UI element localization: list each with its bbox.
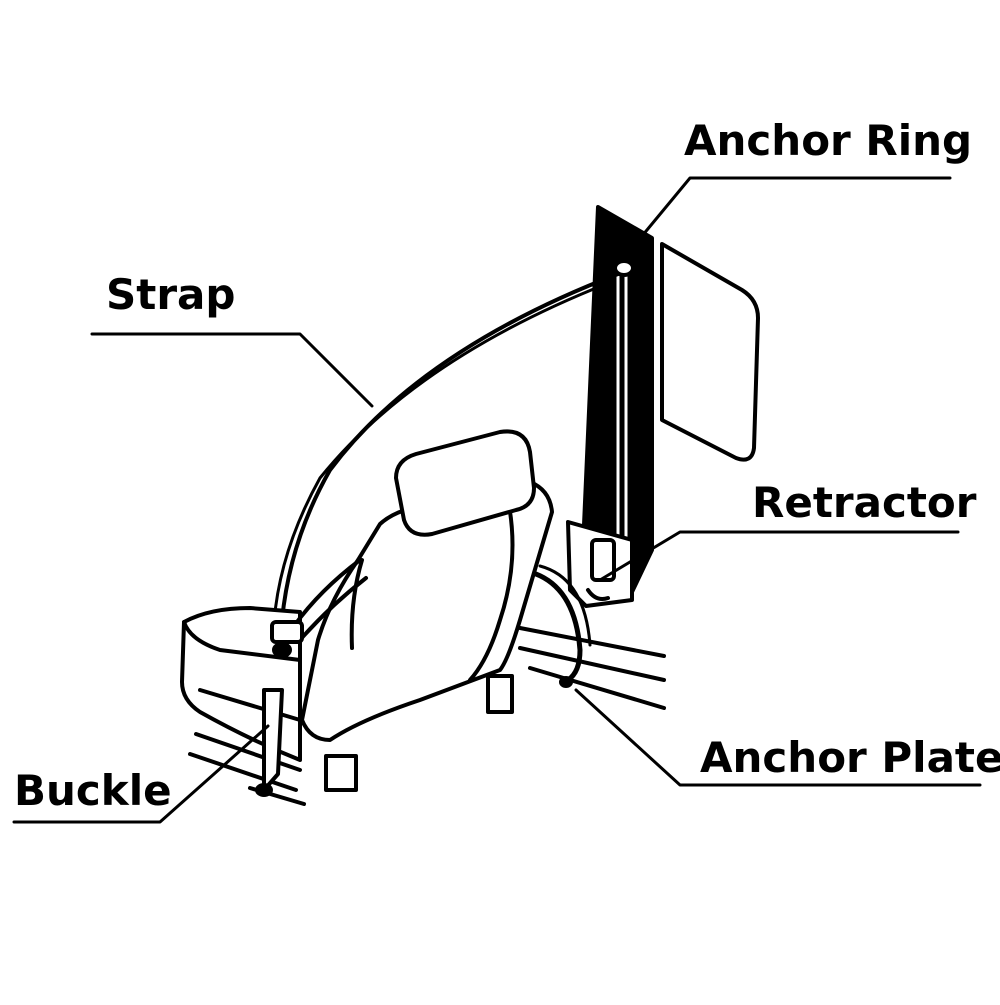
retractor bbox=[566, 520, 634, 608]
leader-anchor-plate bbox=[574, 688, 982, 787]
leader-anchor-ring bbox=[640, 176, 952, 238]
label-anchor-ring: Anchor Ring bbox=[684, 116, 973, 165]
label-anchor-plate: Anchor Plate bbox=[700, 733, 1000, 782]
leader-lines bbox=[12, 176, 982, 824]
anchor-ring bbox=[613, 259, 635, 277]
label-retractor: Retractor bbox=[752, 478, 977, 527]
lap-belt bbox=[292, 558, 362, 628]
door-window bbox=[660, 242, 760, 462]
floor-lines-right bbox=[518, 626, 666, 710]
leader-buckle bbox=[12, 724, 270, 824]
buckle bbox=[255, 688, 284, 797]
leader-strap bbox=[90, 332, 374, 408]
label-strap: Strap bbox=[106, 270, 236, 319]
leader-retractor bbox=[598, 530, 960, 582]
headrest bbox=[394, 429, 536, 537]
label-buckle: Buckle bbox=[14, 766, 172, 815]
